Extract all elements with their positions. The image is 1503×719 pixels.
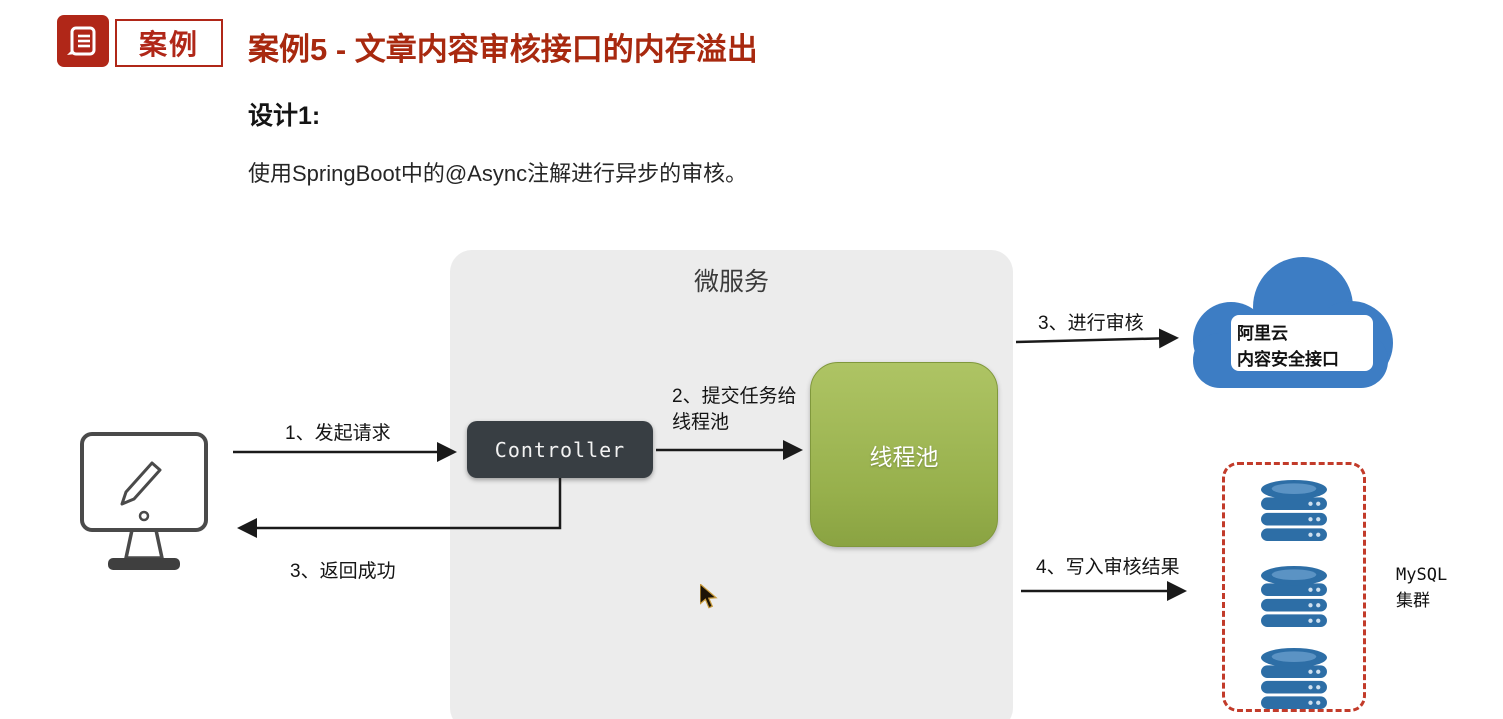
microservice-title: 微服务 [693, 268, 769, 296]
database-icon [1256, 564, 1332, 628]
design-subtitle: 设计1: [248, 102, 321, 130]
thread-pool-label: 线程池 [869, 443, 939, 470]
design-description: 使用SpringBoot中的@Async注解进行异步的审核。 [248, 161, 748, 186]
case-badge-label: 案例 [138, 29, 199, 60]
page-title: 案例5 - 文章内容审核接口的内存溢出 [248, 32, 758, 67]
label-write-result: 4、写入审核结果 [1036, 557, 1180, 578]
label-submit-line1: 2、提交任务给 [672, 386, 797, 407]
controller-label: Controller [494, 437, 626, 462]
document-icon [67, 26, 96, 56]
label-submit-task: 2、提交任务给 线程池 [672, 384, 797, 435]
client-computer-icon [80, 432, 208, 570]
aliyun-label-line1: 阿里云 [1237, 324, 1288, 343]
aliyun-label: 阿里云 内容安全接口 [1237, 321, 1387, 372]
aliyun-label-line2: 内容安全接口 [1237, 349, 1339, 369]
mouse-cursor-icon [700, 584, 718, 609]
mysql-label-line1: MySQL [1396, 565, 1448, 585]
mysql-label-line2: 集群 [1396, 591, 1430, 612]
case-badge-icon [57, 15, 109, 67]
database-icon [1256, 646, 1332, 710]
thread-pool-node: 线程池 [810, 362, 998, 547]
arrow-audit [1015, 328, 1179, 349]
label-audit: 3、进行审核 [1038, 313, 1144, 334]
label-return-success: 3、返回成功 [290, 561, 396, 582]
pen-icon [120, 461, 162, 506]
mysql-cluster-box [1222, 462, 1366, 712]
mysql-cluster-label: MySQL 集群 [1396, 562, 1447, 615]
aliyun-cloud-icon [1193, 257, 1393, 388]
controller-node: Controller [467, 421, 653, 478]
database-icon [1256, 478, 1332, 542]
label-submit-line2: 线程池 [672, 411, 730, 433]
label-request: 1、发起请求 [285, 423, 391, 444]
case-badge: 案例 [115, 19, 223, 67]
